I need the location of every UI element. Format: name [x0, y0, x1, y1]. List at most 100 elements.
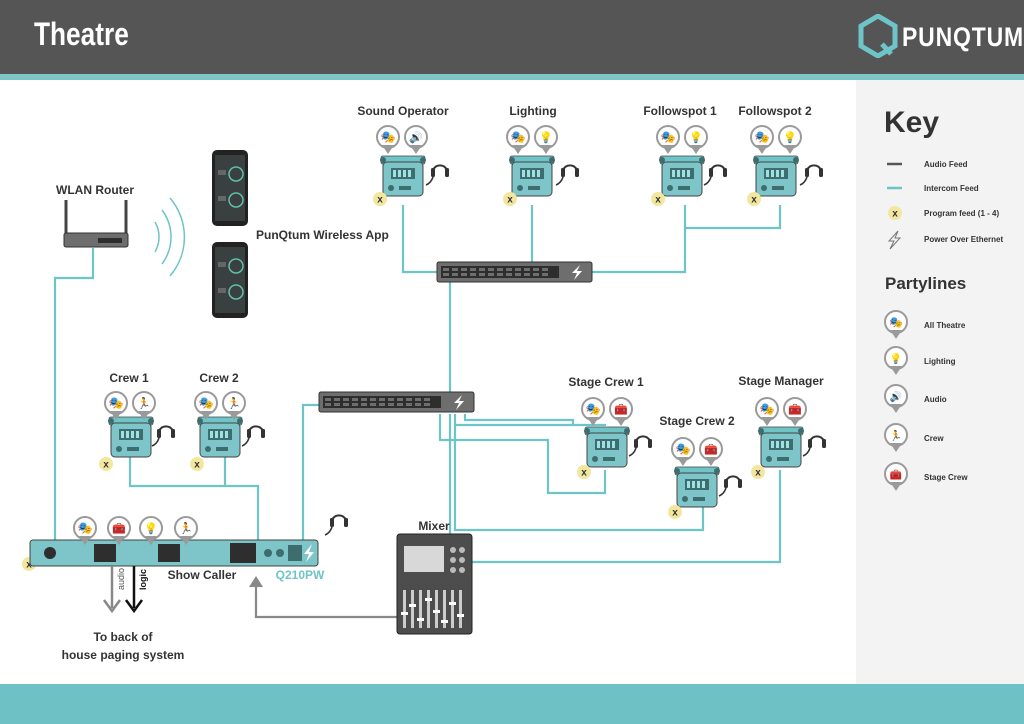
- beltpack-followspot-1: [658, 155, 706, 197]
- program-feed-x-icon: [747, 192, 761, 206]
- pin-theatre-masks-icon: 🎭: [755, 397, 779, 427]
- key-title: Key: [884, 106, 939, 139]
- pin-running-person-icon: 🏃: [222, 391, 246, 421]
- program-feed-x-icon: [190, 457, 204, 471]
- program-feed-x-icon: [577, 465, 591, 479]
- label-stage-manager: Stage Manager: [738, 374, 824, 388]
- svg-text:🏃: 🏃: [890, 429, 902, 442]
- svg-text:🔊: 🔊: [890, 390, 902, 403]
- headset-icon: [703, 164, 728, 186]
- label-mixer: Mixer: [418, 519, 450, 533]
- beltpack-crew-1: [107, 416, 155, 458]
- beltpack-crew-2: [196, 416, 244, 458]
- svg-text:🎭: 🎭: [381, 130, 396, 144]
- diagram-canvas: x: [22, 104, 1003, 662]
- punqtum-logo-icon: [858, 14, 898, 58]
- pin-theatre-masks-icon: 🎭: [581, 397, 605, 427]
- svg-text:🔊: 🔊: [409, 130, 423, 144]
- svg-text:🎭: 🎭: [586, 402, 601, 416]
- label-wireless-app: PunQtum Wireless App: [256, 228, 389, 242]
- phone-app-2: [211, 241, 249, 319]
- phone-app-1: [211, 149, 249, 227]
- audio-arrow: [102, 566, 122, 614]
- pin-stage-light-icon: 💡: [778, 125, 802, 155]
- wifi-waves-icon: [154, 197, 186, 277]
- key-partyline-all-theatre: All Theatre: [924, 321, 966, 330]
- beltpack-stage-crew-2: [673, 466, 721, 508]
- key-item-poe: Power Over Ethernet: [924, 235, 1003, 244]
- pin-theatre-masks-icon: 🎭: [73, 516, 97, 546]
- svg-text:💡: 💡: [783, 131, 797, 144]
- footer-bar: [0, 684, 1024, 724]
- svg-text:💡: 💡: [144, 522, 158, 535]
- key-partylines-title: Partylines: [885, 274, 966, 293]
- label-stage-crew-2: Stage Crew 2: [659, 414, 735, 428]
- program-feed-x-icon: [751, 465, 765, 479]
- pin-theatre-masks-icon: 🎭: [750, 125, 774, 155]
- show-caller-rack-unit: [29, 539, 319, 567]
- beltpack-lighting: [508, 155, 556, 197]
- program-feed-x-icon: [373, 192, 387, 206]
- program-feed-x-icon: [99, 457, 113, 471]
- audio-arrow-label: audio: [116, 568, 126, 590]
- svg-text:🎭: 🎭: [889, 317, 903, 329]
- key-theatre-masks-icon: 🎭: [884, 310, 908, 340]
- headset-icon: [718, 475, 743, 497]
- svg-text:🏃: 🏃: [227, 397, 241, 410]
- svg-text:🧰: 🧰: [614, 403, 628, 416]
- label-sound-operator: Sound Operator: [357, 104, 449, 118]
- header-stripe: [0, 74, 1024, 80]
- pin-toolbox-icon: 🧰: [699, 437, 723, 467]
- pin-theatre-masks-icon: 🎭: [506, 125, 530, 155]
- key-partyline-crew: Crew: [924, 434, 944, 443]
- pin-running-person-icon: 🏃: [132, 391, 156, 421]
- beltpack-stage-crew-1: [583, 426, 631, 468]
- svg-text:🎭: 🎭: [199, 396, 214, 410]
- key-item-program-feed: Program feed (1 - 4): [924, 209, 999, 218]
- label-back-of-house-2: house paging system: [62, 648, 185, 662]
- headset-icon: [241, 425, 266, 447]
- wlan-router: [63, 200, 129, 248]
- key-stage-light-icon: 💡: [884, 346, 908, 376]
- pin-toolbox-icon: 🧰: [609, 397, 633, 427]
- svg-text:🎭: 🎭: [511, 130, 526, 144]
- pin-toolbox-icon: 🧰: [783, 397, 807, 427]
- svg-text:🎭: 🎭: [661, 130, 676, 144]
- logic-arrow-label: logic: [138, 569, 148, 590]
- svg-text:🎭: 🎭: [755, 130, 770, 144]
- pin-running-person-icon: 🏃: [174, 516, 198, 546]
- key-item-audio-feed: Audio Feed: [924, 160, 968, 169]
- svg-text:💡: 💡: [890, 352, 902, 365]
- pin-theatre-masks-icon: 🎭: [376, 125, 400, 155]
- mixer-device: [396, 533, 473, 635]
- program-feed-x-icon: [668, 505, 682, 519]
- headset-icon: [425, 164, 450, 186]
- label-wlan-router: WLAN Router: [56, 183, 134, 197]
- program-feed-x-icon: [503, 192, 517, 206]
- pin-theatre-masks-icon: 🎭: [194, 391, 218, 421]
- svg-text:🎭: 🎭: [109, 396, 124, 410]
- brand-name: PUNQTUM: [902, 22, 1024, 52]
- beltpack-stage-manager: [757, 426, 805, 468]
- logic-arrow: [124, 566, 144, 614]
- label-crew-2: Crew 2: [199, 371, 239, 385]
- headset-icon: [324, 514, 349, 536]
- svg-text:🧰: 🧰: [788, 403, 802, 416]
- pin-speaker-icon: 🔊: [404, 125, 428, 155]
- label-followspot-2: Followspot 2: [738, 104, 812, 118]
- header-bar: [0, 0, 1024, 74]
- svg-text:🧰: 🧰: [704, 443, 718, 456]
- key-toolbox-icon: 🧰: [884, 462, 908, 492]
- svg-text:💡: 💡: [689, 131, 703, 144]
- pin-theatre-masks-icon: 🎭: [671, 437, 695, 467]
- pin-stage-light-icon: 💡: [139, 516, 163, 546]
- headset-icon: [151, 425, 176, 447]
- svg-text:🏃: 🏃: [179, 522, 193, 535]
- svg-text:💡: 💡: [539, 131, 553, 144]
- program-feed-x-icon: [651, 192, 665, 206]
- key-item-intercom-feed: Intercom Feed: [924, 184, 979, 193]
- key-partyline-stage-crew: Stage Crew: [924, 473, 968, 482]
- intercom-feed-lines: [53, 205, 782, 564]
- page-title: Theatre: [34, 16, 129, 52]
- label-followspot-1: Followspot 1: [643, 104, 717, 118]
